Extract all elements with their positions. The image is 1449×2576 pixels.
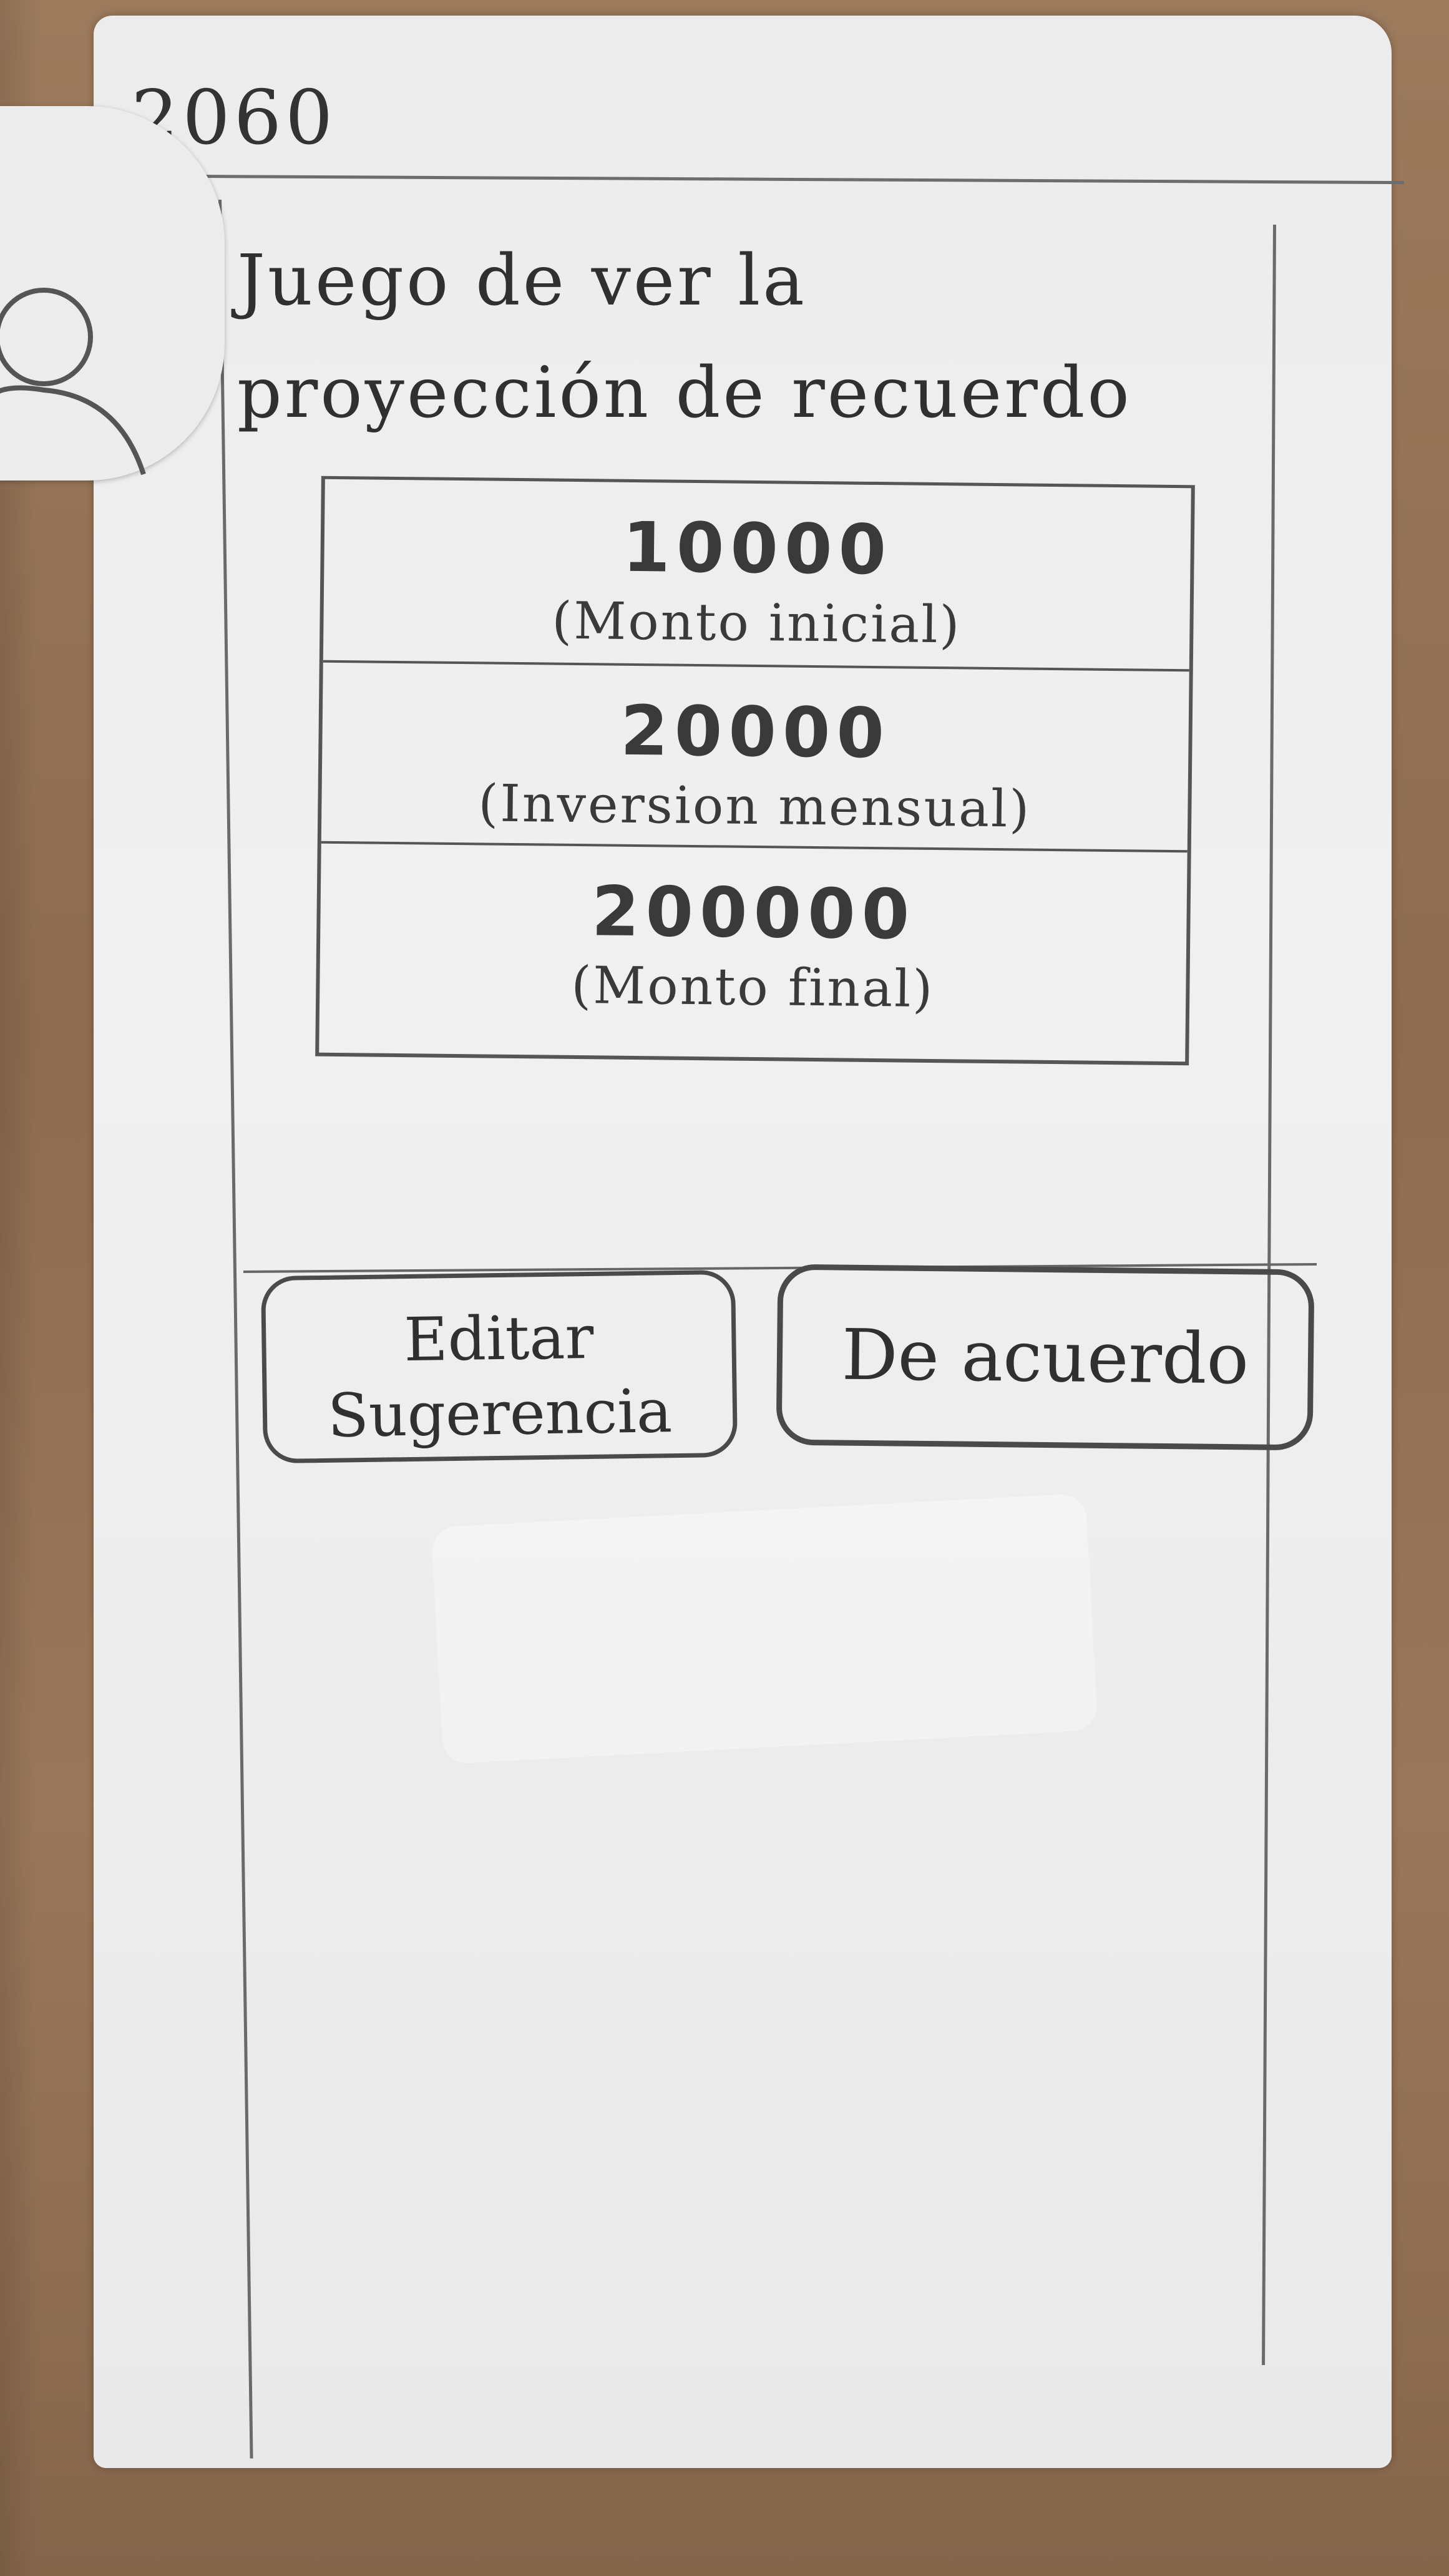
edit-suggestion-button[interactable]: Editar Sugerencia bbox=[260, 1269, 738, 1464]
initial-amount-row: 10000 (Monto inicial) bbox=[323, 479, 1191, 670]
edit-suggestion-label-line-2: Sugerencia bbox=[327, 1375, 673, 1451]
phone-screen bbox=[94, 16, 1392, 2468]
profile-avatar[interactable] bbox=[0, 106, 225, 481]
final-amount-value: 200000 bbox=[591, 871, 916, 955]
final-amount-row: 200000 (Monto final) bbox=[319, 841, 1188, 1034]
initial-amount-value: 10000 bbox=[622, 507, 893, 590]
user-avatar-icon bbox=[0, 288, 146, 476]
monthly-investment-value: 20000 bbox=[620, 690, 891, 774]
final-amount-label: (Monto final) bbox=[570, 955, 935, 1020]
agree-button[interactable]: De acuerdo bbox=[776, 1264, 1315, 1451]
monthly-investment-label: (Inversion mensual) bbox=[477, 774, 1032, 839]
projection-summary-box: 10000 (Monto inicial) 20000 (Inversion m… bbox=[315, 476, 1195, 1066]
edit-suggestion-label-line-1: Editar bbox=[403, 1302, 595, 1375]
page-title-line-1: Juego de ver la bbox=[237, 240, 807, 321]
initial-amount-label: (Monto inicial) bbox=[551, 591, 962, 655]
page-title-line-2: proyección de recuerdo bbox=[237, 353, 1132, 434]
monthly-investment-row: 20000 (Inversion mensual) bbox=[321, 660, 1189, 853]
page-title: Juego de ver la proyección de recuerdo bbox=[237, 225, 1267, 449]
erased-placeholder bbox=[431, 1493, 1098, 1765]
